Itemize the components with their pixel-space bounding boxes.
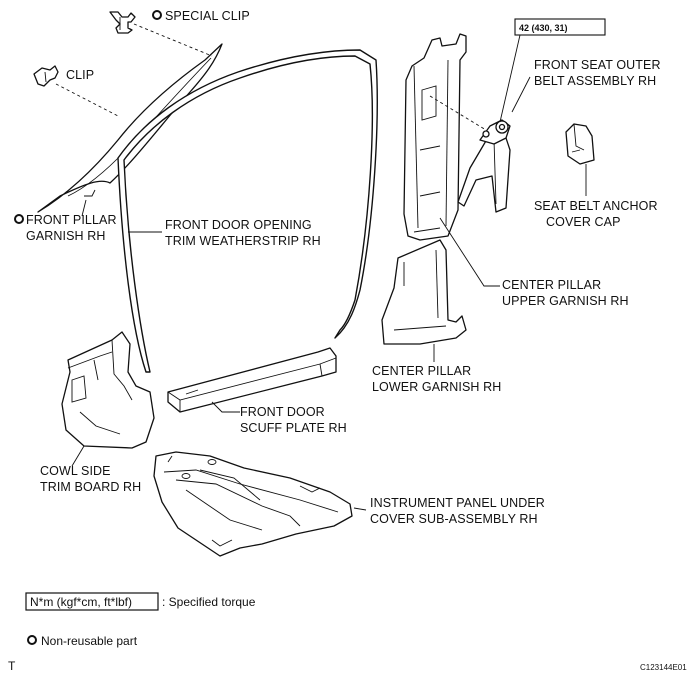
seat-belt-assembly	[457, 119, 511, 213]
label-weatherstrip: TRIM WEATHERSTRIP RH	[165, 234, 321, 248]
cowl-side-trim-board	[61, 331, 155, 449]
center-upper-leader	[439, 217, 500, 287]
label-center-pillar-lower: LOWER GARNISH RH	[372, 380, 501, 394]
front-pillar-leader	[81, 199, 87, 217]
torque-callout-value: 42 (430, 31)	[519, 23, 568, 33]
label-weatherstrip: FRONT DOOR OPENING	[165, 218, 312, 232]
label-center-pillar-upper: CENTER PILLAR	[502, 278, 601, 292]
label-cowl-side: TRIM BOARD RH	[40, 480, 141, 494]
label-scuff-plate: SCUFF PLATE RH	[240, 421, 347, 435]
legend-torque-unit: N*m (kgf*cm, ft*lbf)	[30, 595, 132, 609]
label-instrument-panel: COVER SUB-ASSEMBLY RH	[370, 512, 538, 526]
special-clip-dash-line	[133, 23, 213, 57]
torque-leader	[499, 34, 521, 123]
label-instrument-panel: INSTRUMENT PANEL UNDER	[370, 496, 545, 510]
seat-belt-leader	[511, 76, 531, 113]
label-front-seat-belt: FRONT SEAT OUTER	[534, 58, 661, 72]
label-anchor-cap: SEAT BELT ANCHOR	[534, 199, 658, 213]
instrument-leader	[353, 507, 367, 511]
label-front-seat-belt: BELT ASSEMBLY RH	[534, 74, 656, 88]
center-pillar-lower-garnish	[381, 239, 467, 345]
legend-torque-box	[25, 592, 159, 611]
label-center-pillar-lower: CENTER PILLAR	[372, 364, 471, 378]
label-special-clip: SPECIAL CLIP	[165, 9, 250, 23]
seat-belt-dash-line	[429, 95, 487, 131]
clip-dash-line	[55, 83, 119, 117]
seat-belt-anchor-cover-cap	[565, 123, 595, 165]
non-reusable-icon	[152, 10, 162, 20]
cowl-leader	[71, 445, 85, 467]
label-front-pillar-garnish: GARNISH RH	[26, 229, 105, 243]
label-front-pillar-garnish: FRONT PILLAR	[26, 213, 117, 227]
non-reusable-icon	[14, 214, 24, 224]
clip-part	[33, 65, 59, 87]
legend-torque-desc: : Specified torque	[162, 595, 256, 609]
non-reusable-icon	[27, 635, 37, 645]
front-door-scuff-plate	[167, 347, 337, 413]
instrument-panel-under-cover	[153, 451, 353, 557]
door-opening-weatherstrip	[117, 49, 378, 373]
label-center-pillar-upper: UPPER GARNISH RH	[502, 294, 629, 308]
legend-non-reusable: Non-reusable part	[41, 634, 138, 648]
corner-letter: T	[8, 659, 16, 673]
center-pillar-upper-garnish	[403, 33, 467, 241]
label-anchor-cap: COVER CAP	[546, 215, 621, 229]
label-scuff-plate: FRONT DOOR	[240, 405, 325, 419]
scuff-plate-leader	[211, 401, 240, 413]
label-clip: CLIP	[66, 68, 94, 82]
torque-callout-box	[514, 18, 606, 36]
special-clip-part	[109, 11, 136, 34]
figure-code: C123144E01	[640, 663, 687, 672]
label-cowl-side: COWL SIDE	[40, 464, 111, 478]
